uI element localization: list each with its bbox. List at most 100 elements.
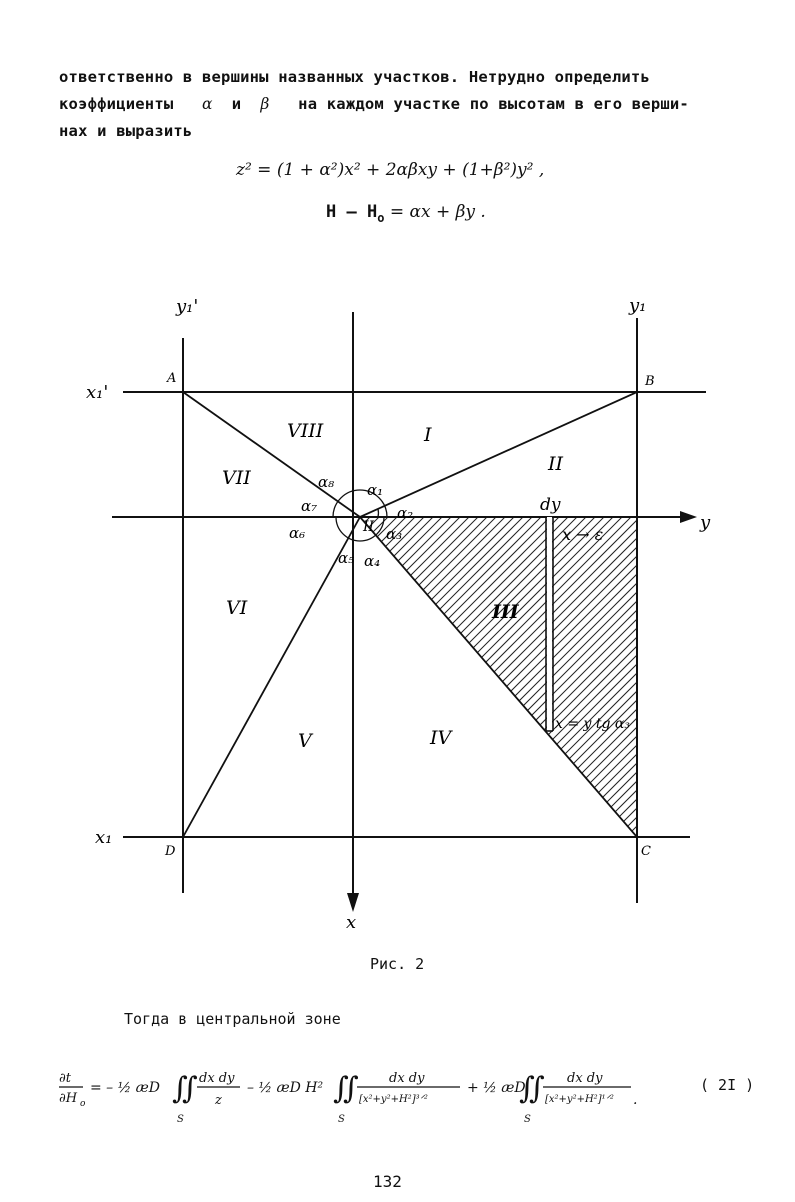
region-VII: VII bbox=[222, 467, 251, 489]
hatch-line bbox=[445, 517, 637, 837]
hatch-line bbox=[0, 507, 308, 837]
axis-x-arrow bbox=[347, 893, 359, 912]
hatch-line bbox=[391, 517, 637, 837]
alpha-7: α₇ bbox=[301, 497, 317, 515]
lhs-denominator-sub: o bbox=[80, 1099, 86, 1109]
hatch-line bbox=[680, 507, 795, 837]
label-axis-x: x bbox=[346, 912, 356, 933]
term2-numerator: dx dy bbox=[389, 1071, 425, 1086]
hatch-line bbox=[23, 507, 353, 837]
term1-coef: = – ½ æD bbox=[90, 1080, 160, 1096]
term1-denominator: z bbox=[214, 1093, 222, 1108]
intro-paragraph: ответственно в вершины названных участко… bbox=[59, 64, 759, 145]
hatch-line bbox=[5, 507, 335, 837]
ray-to-C bbox=[359, 516, 638, 838]
hatch-line bbox=[360, 517, 507, 837]
hatch-line bbox=[707, 507, 795, 837]
hatch-line bbox=[490, 517, 637, 837]
hatch-line bbox=[360, 517, 480, 837]
hatch-line bbox=[360, 517, 606, 837]
x-eps-label: x → ε bbox=[562, 525, 603, 544]
vertex-A: A bbox=[166, 371, 176, 386]
label-y1: y₁ bbox=[628, 295, 646, 316]
page-number: 132 bbox=[373, 1172, 402, 1191]
ray-to-B bbox=[359, 391, 638, 518]
hatch-line bbox=[689, 507, 795, 837]
hatch-line bbox=[0, 507, 326, 837]
dy-strip-fill bbox=[547, 517, 552, 731]
equation-1: z² = (1 + α²)x² + 2αβxy + (1+β²)y² , bbox=[236, 160, 544, 180]
hatch-line bbox=[716, 507, 795, 837]
center-label: II bbox=[362, 519, 375, 535]
hatch-line bbox=[360, 517, 372, 837]
hatch-line bbox=[360, 517, 588, 837]
hatch-line bbox=[409, 517, 637, 837]
hatch-line bbox=[526, 517, 637, 837]
hatch-line bbox=[360, 517, 516, 837]
hatch-line bbox=[634, 517, 637, 837]
term3-integral-sign: ∬ bbox=[519, 1071, 545, 1106]
lhs-denominator: ∂H bbox=[59, 1091, 78, 1106]
hatch-line bbox=[360, 517, 552, 837]
hatch-line bbox=[360, 517, 462, 837]
term3-coef: + ½ æD bbox=[467, 1080, 526, 1096]
hatch-line bbox=[454, 517, 637, 837]
alpha-5: α₅ bbox=[338, 549, 354, 567]
alpha-4: α₄ bbox=[364, 552, 380, 570]
region-III: III bbox=[491, 601, 520, 623]
para-line-2: коэффициенты α и β на каждом участке по … bbox=[59, 91, 759, 118]
hatch-line bbox=[662, 507, 795, 837]
term2-denominator: [x²+y²+H²]³ᐟ² bbox=[359, 1094, 428, 1105]
hatch-line bbox=[0, 507, 299, 837]
hatch-line bbox=[360, 517, 363, 837]
hatch-line bbox=[698, 507, 795, 837]
alpha-6: α₆ bbox=[289, 524, 305, 542]
hatch-line bbox=[360, 517, 381, 837]
equation-1-body: z² = (1 + α²)x² + 2αβxy + (1+β²)y² bbox=[236, 160, 534, 180]
region-V: V bbox=[298, 730, 314, 752]
hatch-line bbox=[589, 517, 637, 837]
hatch-line bbox=[752, 507, 795, 837]
vertex-B: B bbox=[644, 374, 655, 389]
angle-arc-top bbox=[332, 489, 388, 518]
hatch-line bbox=[360, 517, 435, 837]
figure-caption: Рис. 2 bbox=[370, 955, 425, 973]
equation-2-lhs: H – H bbox=[326, 202, 378, 222]
hatch-line bbox=[743, 507, 795, 837]
hatch-line bbox=[562, 517, 637, 837]
hatch-line bbox=[616, 517, 637, 837]
hatch-line bbox=[0, 507, 317, 837]
alpha-symbol: α bbox=[202, 95, 213, 113]
alpha-1: α₁ bbox=[367, 481, 383, 499]
hatch-line bbox=[360, 517, 637, 837]
hatch-region-III bbox=[0, 507, 795, 837]
term1-int-sub: S bbox=[177, 1114, 184, 1125]
alpha-2: α₂ bbox=[397, 504, 413, 522]
hatch-line bbox=[364, 517, 637, 837]
hatch-line bbox=[725, 507, 795, 837]
label-axis-y: y bbox=[699, 512, 711, 533]
hatch-line bbox=[400, 517, 637, 837]
para-line-3: нах и выразить bbox=[59, 122, 193, 140]
axis-y-arrow bbox=[680, 511, 697, 523]
hatch-line bbox=[373, 517, 637, 837]
para-line-2a: коэффициенты bbox=[59, 95, 174, 113]
hatch-line bbox=[360, 517, 570, 837]
term1-numerator: dx dy bbox=[199, 1071, 235, 1086]
region-II: II bbox=[547, 453, 564, 475]
hatch-line bbox=[517, 517, 637, 837]
label-y1prime: y₁' bbox=[175, 296, 198, 317]
hatch-line bbox=[360, 517, 637, 837]
x-formula-label: x = y tg α₃ bbox=[555, 716, 630, 732]
hatch-line bbox=[463, 517, 637, 837]
region-I: I bbox=[423, 424, 432, 446]
formula-end: . bbox=[633, 1092, 637, 1108]
hatch-line bbox=[418, 517, 637, 837]
equation-1-tail: , bbox=[538, 160, 545, 180]
hatch-line bbox=[360, 517, 489, 837]
hatch-line bbox=[644, 507, 795, 837]
hatch-line bbox=[0, 507, 290, 837]
hatch-line bbox=[360, 517, 615, 837]
term2-coef: – ½ æD H² bbox=[247, 1080, 324, 1096]
